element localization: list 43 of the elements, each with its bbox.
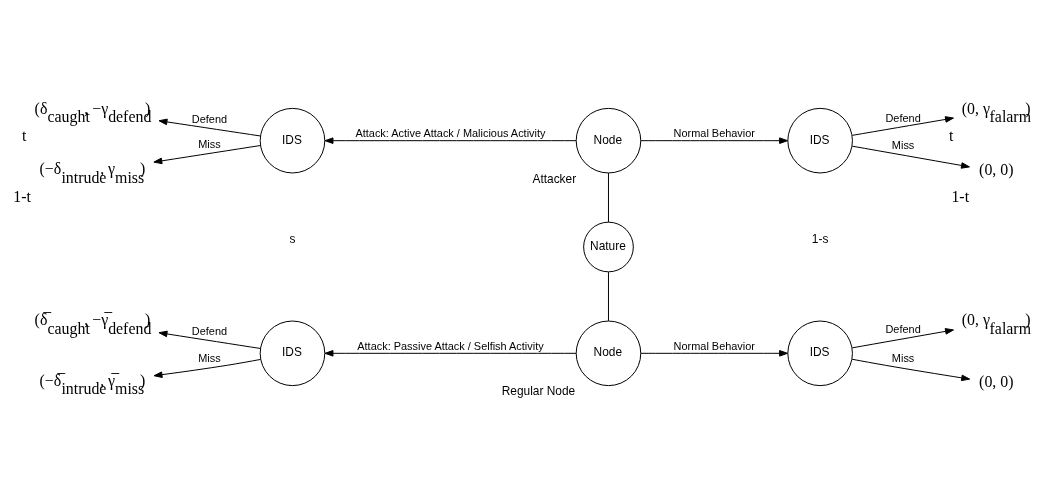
node-circle: IDS: [259, 107, 326, 173]
arrow: [851, 145, 970, 169]
node-label: t: [949, 126, 954, 144]
arrow: [851, 327, 954, 348]
arrow: [158, 118, 261, 136]
node-circle: Nature: [583, 221, 634, 272]
arrow: [851, 358, 971, 381]
node-circle: Node: [575, 320, 642, 386]
node-circle: IDS: [787, 320, 853, 386]
edge-label: Defend: [191, 324, 228, 337]
edge-label: Miss: [891, 351, 915, 364]
edge-label: Miss: [198, 351, 221, 364]
arrow: [153, 144, 261, 164]
node-label: 1-t: [951, 187, 970, 205]
arrow: [640, 136, 789, 144]
arrow: [324, 349, 577, 357]
edge-label: Attack: Passive Attack / Selfish Activity: [357, 339, 544, 352]
edge-label: Defend: [885, 111, 921, 124]
node-label: Regular Node: [501, 383, 576, 398]
edge-label: Normal Behavior: [673, 126, 755, 139]
edge-label: Normal Behavior: [673, 339, 755, 352]
node-text: (0, 0): [979, 160, 1014, 178]
arrow: [851, 115, 954, 136]
node-label: Attacker: [532, 171, 577, 186]
node-circle: IDS: [787, 107, 853, 173]
node-text: (0, 0): [979, 372, 1014, 390]
arrow: [324, 136, 577, 144]
node-circle: IDS: [259, 320, 326, 386]
edge-label: Miss: [198, 137, 221, 150]
edge-label: Defend: [191, 112, 228, 125]
arrow: [153, 358, 262, 378]
node-circle: Node: [575, 107, 642, 173]
connector: [608, 172, 609, 223]
arrow: [158, 330, 261, 349]
arrow: [640, 349, 789, 357]
connector: [608, 271, 609, 321]
label: 1-s: [811, 231, 829, 246]
node-label: t: [21, 126, 27, 144]
edge-label: Miss: [891, 138, 915, 151]
edge-label: Attack: Active Attack / Malicious Activity: [355, 126, 546, 139]
label: s: [289, 231, 296, 246]
edge-label: Defend: [885, 322, 921, 335]
node-label: 1-t: [13, 187, 32, 205]
